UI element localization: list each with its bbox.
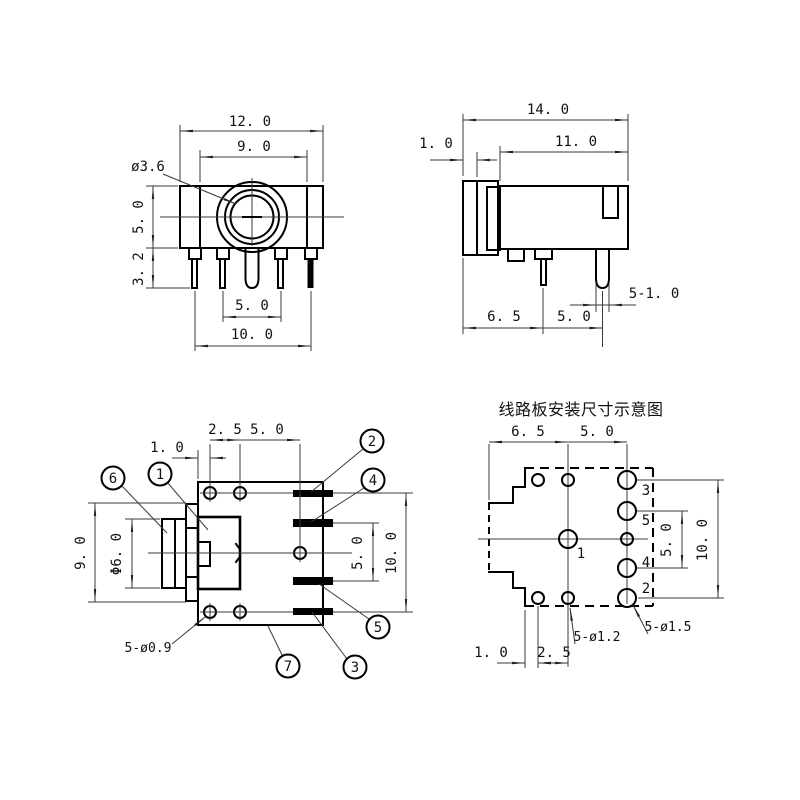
pcb-dimensions: 6. 5 5. 0 5. 0 10. 0 1. 0 2. 5 5-ø1.2 5-… <box>474 424 724 668</box>
pcb-view-title: 线路板安装尺寸示意图 <box>498 400 663 419</box>
callout-circle-2 <box>359 428 385 454</box>
dim-front-pin-length: 3. 2 <box>131 252 147 286</box>
dim-front-pin-span-outer: 10. 0 <box>231 327 273 343</box>
side-body <box>499 185 629 250</box>
dim-bottom-barrel-dia: Φ6. 0 <box>109 533 125 575</box>
callout-circle-1 <box>147 461 173 487</box>
dim-bottom-terminal-pitch: 5. 0 <box>350 536 366 570</box>
dim-jack-hole-dia: ø3.6 <box>131 159 165 175</box>
housing-nub <box>197 541 211 567</box>
small-hole <box>531 473 545 487</box>
dim-side-flange: 1. 0 <box>419 136 453 152</box>
dim-front-body-height: 5. 0 <box>131 200 147 234</box>
dim-bottom-hole-row-span: 10. 0 <box>384 532 400 574</box>
dim-pcb-col-pitch: 5. 0 <box>580 424 614 440</box>
pcb-holes <box>531 470 637 608</box>
small-hole <box>561 591 575 605</box>
bottom-view: 2. 5 5. 0 1. 0 9. 0 Φ6. 0 5. 0 10. 0 5-ø… <box>73 422 413 680</box>
front-view-centerlines <box>160 178 344 246</box>
callout-circle-5 <box>365 614 391 640</box>
pin-label-3: 3 <box>642 483 650 499</box>
front-view: 12. 0 9. 0 ø3.6 5. 0 3. 2 5. 0 10. 0 <box>131 114 344 351</box>
pcb-footprint-outline <box>488 467 654 607</box>
dim-side-pin-width: 5-1. 0 <box>629 286 680 302</box>
dim-side-body-depth: 11. 0 <box>555 134 597 150</box>
mount-hole <box>230 484 250 502</box>
mount-hole <box>200 484 220 502</box>
dim-pcb-small-hole-dia: 5-ø1.2 <box>574 630 621 645</box>
dim-front-pin-span-inner: 5. 0 <box>235 298 269 314</box>
dim-side-pin-pitch: 5. 0 <box>557 309 591 325</box>
dim-pcb-hole-offset: 2. 5 <box>537 645 571 661</box>
dim-side-pin-offset: 6. 5 <box>487 309 521 325</box>
pin-label-1: 1 <box>577 546 585 562</box>
small-hole <box>531 591 545 605</box>
dim-front-overall-width: 12. 0 <box>229 114 271 130</box>
callout-7: 7 <box>284 659 292 675</box>
bottom-view-terminals <box>293 490 333 615</box>
pcb-pin-labels: 3 5 1 4 2 <box>577 483 650 597</box>
dim-front-inner-width: 9. 0 <box>237 139 271 155</box>
dim-bottom-mount-hole-dia: 5-ø0.9 <box>125 641 172 656</box>
mount-hole <box>290 544 310 562</box>
flange <box>462 180 499 256</box>
pin-hole-2 <box>617 588 637 608</box>
bottom-view-callouts: 6 1 2 4 5 3 7 <box>100 428 391 680</box>
front-view-pins <box>188 247 318 290</box>
pcb-layout-view: 线路板安装尺寸示意图 3 5 <box>474 400 724 668</box>
callout-1: 1 <box>156 467 164 483</box>
center-pin <box>244 247 260 290</box>
pin-label-5: 5 <box>642 513 650 529</box>
dim-bottom-hole-pitch-b: 5. 0 <box>250 422 284 438</box>
pin-hole-4 <box>617 558 637 578</box>
dim-pcb-row-span: 10. 0 <box>695 519 711 561</box>
front-view-dimensions: 12. 0 9. 0 ø3.6 5. 0 3. 2 5. 0 10. 0 <box>131 114 324 351</box>
mount-hole <box>200 603 220 621</box>
dim-bottom-body-height: 9. 0 <box>73 536 89 570</box>
small-hole <box>620 532 634 546</box>
dim-pcb-col-offset: 6. 5 <box>511 424 545 440</box>
dim-pcb-row-pitch: 5. 0 <box>659 523 675 557</box>
side-view-pins <box>507 248 610 290</box>
callout-circle-6 <box>100 465 126 491</box>
side-view: 14. 0 11. 0 1. 0 5-1. 0 6. 5 5. 0 <box>419 102 679 347</box>
long-pin <box>595 248 610 290</box>
dim-bottom-hole-pitch-a: 2. 5 <box>208 422 242 438</box>
mount-hole <box>230 603 250 621</box>
callout-6: 6 <box>109 471 117 487</box>
pin-label-2: 2 <box>642 581 650 597</box>
top-notch <box>602 185 619 219</box>
pin-hole-1 <box>558 529 578 549</box>
pin-hole-3 <box>617 470 637 490</box>
bottom-view-dimensions: 2. 5 5. 0 1. 0 9. 0 Φ6. 0 5. 0 10. 0 5-ø… <box>73 422 408 656</box>
dim-side-overall-depth: 14. 0 <box>527 102 569 118</box>
small-hole <box>561 473 575 487</box>
callout-4: 4 <box>369 473 377 489</box>
side-view-body-outline <box>462 180 629 256</box>
callout-circle-7 <box>275 653 301 679</box>
side-view-dimensions: 14. 0 11. 0 1. 0 5-1. 0 6. 5 5. 0 <box>419 102 679 347</box>
callout-2: 2 <box>368 434 376 450</box>
pin-label-4: 4 <box>642 555 650 571</box>
callout-circle-3 <box>342 654 368 680</box>
bottom-view-holes <box>200 484 310 621</box>
dim-pcb-edge-offset: 1. 0 <box>474 645 508 661</box>
callout-circle-4 <box>360 467 386 493</box>
pin-hole-5 <box>617 501 637 521</box>
dim-pcb-large-hole-dia: 5-ø1.5 <box>645 620 692 635</box>
callout-3: 3 <box>351 660 359 676</box>
dim-bottom-edge-to-hole: 1. 0 <box>150 440 184 456</box>
callout-5: 5 <box>374 620 382 636</box>
